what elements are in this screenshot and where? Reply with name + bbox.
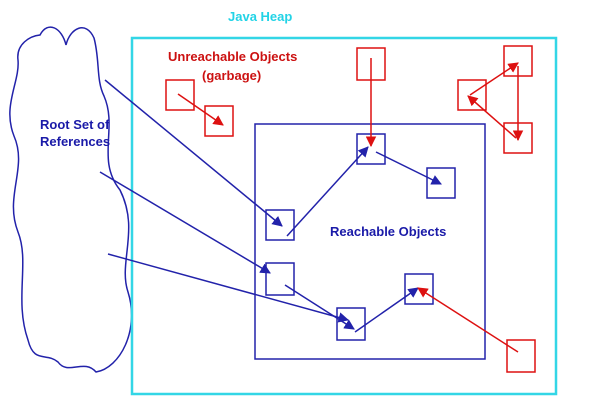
garbage-object-b [204, 105, 234, 137]
garbage-label: (garbage) [202, 68, 261, 83]
reachable-ref-top-to-right [375, 151, 442, 185]
root-set-label-line2: References [40, 134, 110, 149]
root-set-cloud [9, 26, 133, 373]
reachable-object-right [426, 167, 456, 199]
unreachable-objects-label: Unreachable Objects [168, 49, 297, 64]
root-ref-arrow-1 [104, 79, 283, 227]
java-heap-boundary [130, 36, 558, 396]
garbage-object-a [165, 79, 195, 111]
root-ref-arrow-3 [107, 253, 350, 323]
reachable-object-bottom [336, 307, 366, 341]
garbage-ref-into-reachable-bottom-right [417, 287, 519, 353]
garbage-cycle-bottom-to-left [467, 95, 517, 139]
reachable-objects-region [254, 123, 486, 360]
garbage-cycle-left-to-top [469, 62, 519, 96]
garbage-cycle-left [457, 79, 487, 111]
reachable-object-middle-left [265, 262, 295, 296]
root-ref-arrow-2 [99, 171, 271, 274]
reachable-ref-bottom-to-bottom-right [354, 287, 419, 333]
garbage-ref-a-to-b [177, 93, 224, 126]
java-heap-label: Java Heap [228, 9, 292, 24]
root-set-label-line1: Root Set of [40, 117, 110, 132]
reachable-ref-middle-to-bottom [284, 284, 355, 330]
garbage-object-bottom-right [506, 339, 536, 373]
reachable-ref-left-to-top [286, 146, 369, 237]
reachable-objects-label: Reachable Objects [330, 224, 446, 239]
